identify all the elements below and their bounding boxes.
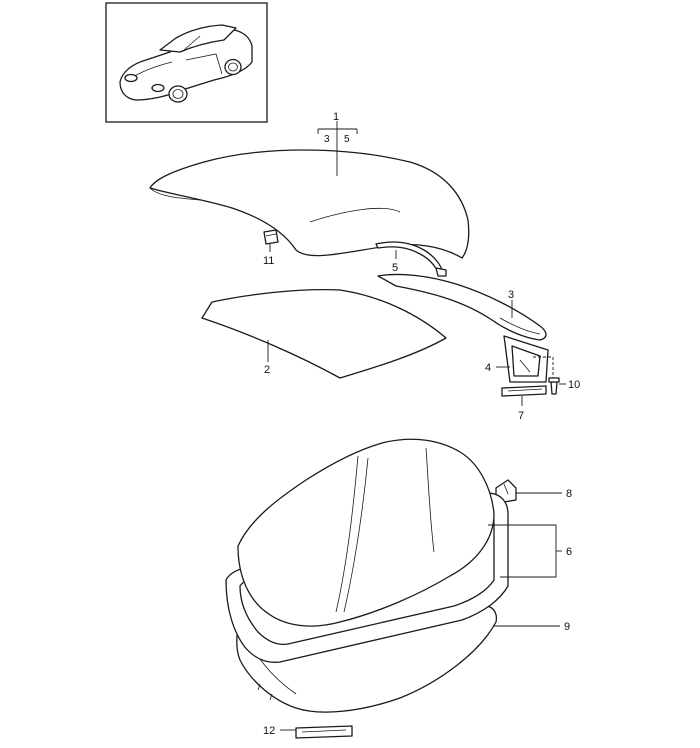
callout-1-sub-5: 5 [344, 134, 350, 145]
callout-1-sub-3: 3 [324, 134, 330, 145]
callout-5: 5 [392, 262, 398, 274]
side-trim [377, 273, 547, 341]
callout-9: 9 [564, 621, 570, 633]
grille-strip [501, 385, 547, 397]
pillar-frame [503, 335, 549, 383]
callout-11: 11 [263, 255, 274, 267]
callout-6: 6 [566, 546, 572, 558]
car-illustration [119, 24, 253, 103]
fastener [548, 377, 560, 395]
seal-strip [375, 241, 447, 277]
callout-1: 1 [333, 111, 339, 123]
leader-lines [267, 121, 566, 731]
callout-10: 10 [568, 379, 580, 391]
callout-8: 8 [566, 488, 572, 500]
hardtop-shell [149, 149, 470, 259]
rear-glass [237, 438, 495, 627]
callout-12: 12 [263, 725, 275, 737]
clip [263, 229, 279, 245]
callout-4: 4 [485, 362, 491, 374]
headliner [201, 288, 447, 379]
callout-3: 3 [508, 289, 514, 301]
vehicle-thumbnail [105, 2, 268, 123]
lower-strip [295, 725, 353, 739]
callout-2: 2 [264, 364, 270, 376]
callout-7: 7 [518, 410, 524, 422]
callout-labels: 1 3 5 11 5 3 2 4 10 7 8 6 9 12 [263, 111, 580, 737]
